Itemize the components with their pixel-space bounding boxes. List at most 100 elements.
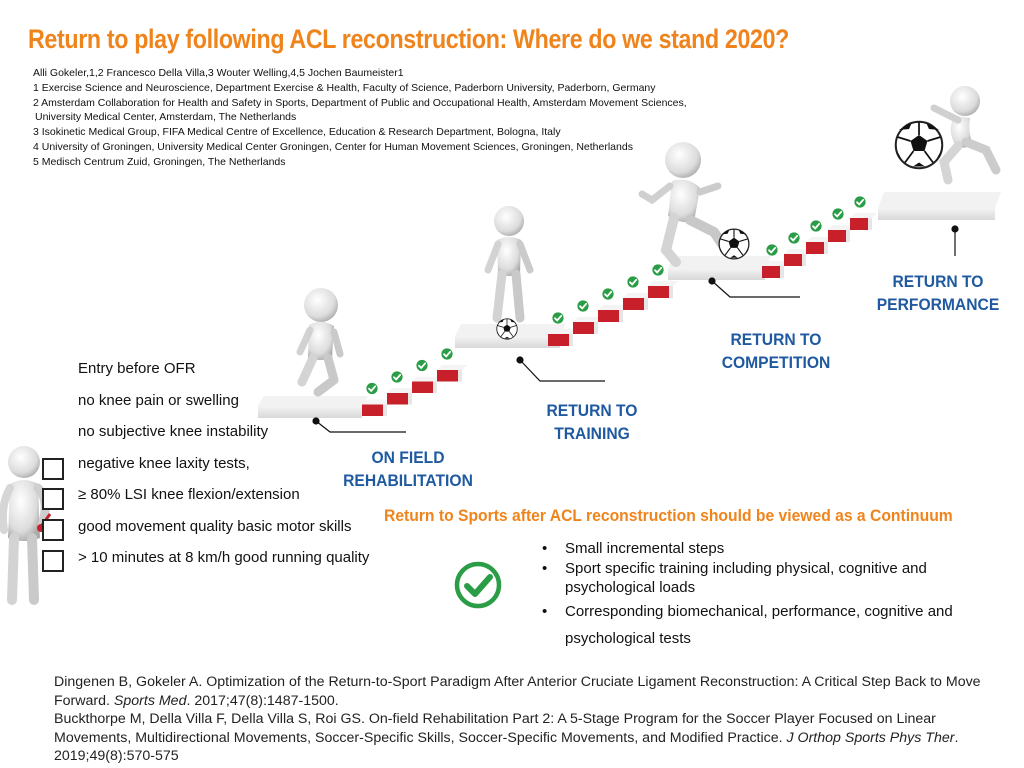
- checkbox-icon: [42, 519, 64, 541]
- bullet-item: Small incremental steps: [540, 539, 1010, 559]
- affiliation-2-cont: University Medical Center, Amsterdam, Th…: [35, 111, 297, 124]
- page-title: Return to play following ACL reconstruct…: [28, 24, 790, 54]
- stage-label-line: REHABILITATION: [343, 471, 473, 490]
- platform-top: [668, 256, 771, 268]
- bullet-item: Corresponding biomechanical, performance…: [540, 598, 1010, 652]
- stage-label-line: PERFORMANCE: [876, 295, 1000, 314]
- step-side: [458, 370, 462, 382]
- step-check-icon: [602, 288, 614, 300]
- step-riser: [850, 218, 872, 230]
- step-riser: [828, 230, 850, 242]
- platform-front: [878, 208, 995, 220]
- step-side: [619, 310, 623, 322]
- platform-front: [455, 336, 560, 348]
- stick-figure-icon: [638, 142, 727, 267]
- step-tread: [762, 261, 789, 266]
- step-side: [802, 254, 806, 266]
- step-tread: [623, 293, 653, 298]
- stick-figure-icon: [930, 86, 1001, 185]
- stick-figure-icon: [484, 206, 534, 323]
- step-riser: [806, 242, 828, 254]
- step-riser: [437, 370, 462, 382]
- entry-criterion: no subjective knee instability: [78, 423, 269, 440]
- reference-text: . 2017;47(8):1487-1500.: [186, 692, 339, 709]
- continuum-bullets: Small incremental steps Sport specific t…: [540, 539, 1010, 652]
- step-tread: [548, 329, 578, 334]
- checkbox-icon: [42, 458, 64, 480]
- step-check-icon: [391, 371, 403, 383]
- step-check-icon: [810, 220, 822, 232]
- step-tread: [573, 317, 603, 322]
- continuum-heading: Return to Sports after ACL reconstructio…: [384, 507, 953, 525]
- stage-label-line: TRAINING: [554, 424, 630, 443]
- affiliation-2: 2 Amsterdam Collaboration for Health and…: [33, 96, 687, 109]
- platform-front: [668, 268, 765, 280]
- step-tread: [598, 305, 628, 310]
- step-check-icon: [552, 312, 564, 324]
- entry-criteria-list: Entry before OFR no knee pain or swellin…: [78, 358, 369, 579]
- stage-label-line: RETURN TO: [892, 272, 984, 291]
- step-riser: [412, 381, 437, 393]
- step-riser: [573, 322, 598, 334]
- step-riser: [648, 286, 673, 298]
- platform-top: [878, 192, 1001, 208]
- stage-label-return-to-competition: RETURN TO COMPETITION: [714, 328, 837, 374]
- step-riser: [387, 393, 412, 405]
- step-side: [569, 334, 573, 346]
- step-side: [824, 242, 828, 254]
- reference-journal: J Orthop Sports Phys Ther: [786, 729, 955, 746]
- stage-label-line: ON FIELD: [371, 448, 445, 467]
- step-tread: [437, 365, 467, 370]
- step-riser: [762, 266, 784, 278]
- reference-text: Dingenen B, Gokeler A. Optimization of t…: [54, 674, 981, 709]
- entry-criterion: Entry before OFR: [78, 360, 196, 377]
- stage-label-line: RETURN TO: [546, 401, 638, 420]
- stage-label-line: COMPETITION: [721, 353, 831, 372]
- pointer-lines: [312, 225, 959, 433]
- stage-label-return-to-training: RETURN TO TRAINING: [537, 399, 647, 445]
- bullet-item: Sport specific training including physic…: [540, 559, 1010, 598]
- step-riser: [548, 334, 573, 346]
- step-side: [408, 393, 412, 405]
- entry-criterion: good movement quality basic motor skills: [78, 517, 352, 535]
- step-riser: [784, 254, 806, 266]
- soccer-ball-icon: [894, 120, 944, 170]
- step-check-icon: [577, 300, 589, 312]
- reference-journal: Sports Med: [113, 692, 187, 709]
- reference-text: Buckthorpe M, Della Villa F, Della Villa…: [54, 711, 936, 746]
- step-tread: [806, 237, 833, 242]
- step-check-icon: [766, 244, 778, 256]
- affiliation-3: 3 Isokinetic Medical Group, FIFA Medical…: [33, 126, 561, 139]
- step-tread: [362, 399, 392, 405]
- entry-criterion: negative knee laxity tests,: [78, 454, 250, 472]
- reference-2: Buckthorpe M, Della Villa F, Della Villa…: [54, 710, 984, 766]
- step-tread: [387, 388, 417, 393]
- step-tread: [850, 213, 877, 218]
- entry-criterion: ≥ 80% LSI knee flexion/extension: [78, 486, 300, 503]
- stage-label-on-field-rehabilitation: ON FIELD REHABILITATION: [343, 446, 474, 492]
- step-riser: [362, 404, 387, 416]
- step-riser: [598, 310, 623, 322]
- step-check-icon: [832, 208, 844, 220]
- step-side: [383, 404, 387, 416]
- checkbox-icon: [42, 550, 64, 572]
- step-check-icon: [854, 196, 866, 208]
- step-side: [780, 266, 784, 278]
- step-check-icon: [416, 359, 428, 372]
- step-side: [644, 298, 648, 310]
- entry-criterion: no knee pain or swelling: [78, 391, 239, 409]
- references: Dingenen B, Gokeler A. Optimization of t…: [54, 673, 984, 766]
- stick-figure-icon: [296, 288, 344, 397]
- step-riser: [623, 298, 648, 310]
- step-tread: [412, 376, 442, 382]
- platform-top: [258, 396, 368, 406]
- author-block: Alli Gokeler,1,2 Francesco Della Villa,3…: [33, 66, 687, 170]
- stage-label-line: RETURN TO: [730, 330, 822, 349]
- step-side: [846, 230, 850, 242]
- step-side: [868, 218, 872, 230]
- green-check-icon: [454, 561, 502, 609]
- affiliation-1: 1 Exercise Science and Neuroscience, Dep…: [33, 81, 656, 94]
- stage-label-return-to-performance: RETURN TO PERFORMANCE: [872, 270, 1004, 316]
- checkbox-icon: [42, 488, 64, 510]
